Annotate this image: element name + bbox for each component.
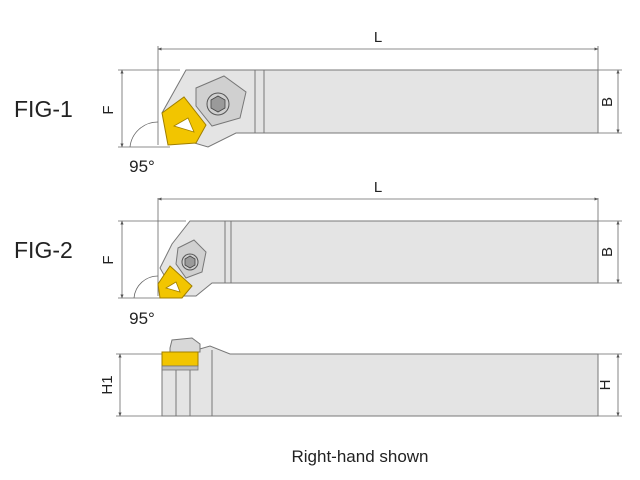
side-h1-label: H1	[99, 375, 116, 394]
fig1-b-label: B	[599, 97, 616, 107]
side-view: H1 H	[99, 337, 622, 417]
side-insert	[161, 351, 199, 367]
fig2-hex-socket-icon	[184, 255, 196, 269]
fig1-hex-socket-icon	[210, 95, 226, 113]
fig1-angle-arc	[129, 121, 159, 148]
side-holder-body	[161, 345, 599, 417]
fig2-b-label: B	[599, 247, 616, 257]
side-h-label: H	[597, 380, 614, 391]
fig2-holder-body	[159, 220, 599, 297]
fig2-angle-label: 95°	[129, 309, 155, 328]
fig1-length-label: L	[374, 29, 382, 46]
fig1-f-label: F	[100, 105, 117, 114]
side-insert-shim	[161, 365, 199, 371]
caption-right-hand-shown: Right-hand shown	[291, 447, 428, 466]
fig2-top-view: L F B 95°	[100, 179, 622, 328]
fig1-top-view: L F B 95°	[100, 29, 622, 176]
fig2-insert	[157, 265, 193, 299]
fig1-label: FIG-1	[14, 96, 73, 122]
fig1-angle-label: 95°	[129, 157, 155, 176]
side-clamp	[169, 337, 201, 353]
fig2-label: FIG-2	[14, 237, 73, 263]
fig2-angle-arc	[133, 275, 159, 299]
fig2-f-label: F	[100, 255, 117, 264]
fig1-insert-hole	[172, 117, 195, 133]
fig2-insert-hole	[165, 281, 181, 293]
fig2-length-label: L	[374, 179, 382, 196]
